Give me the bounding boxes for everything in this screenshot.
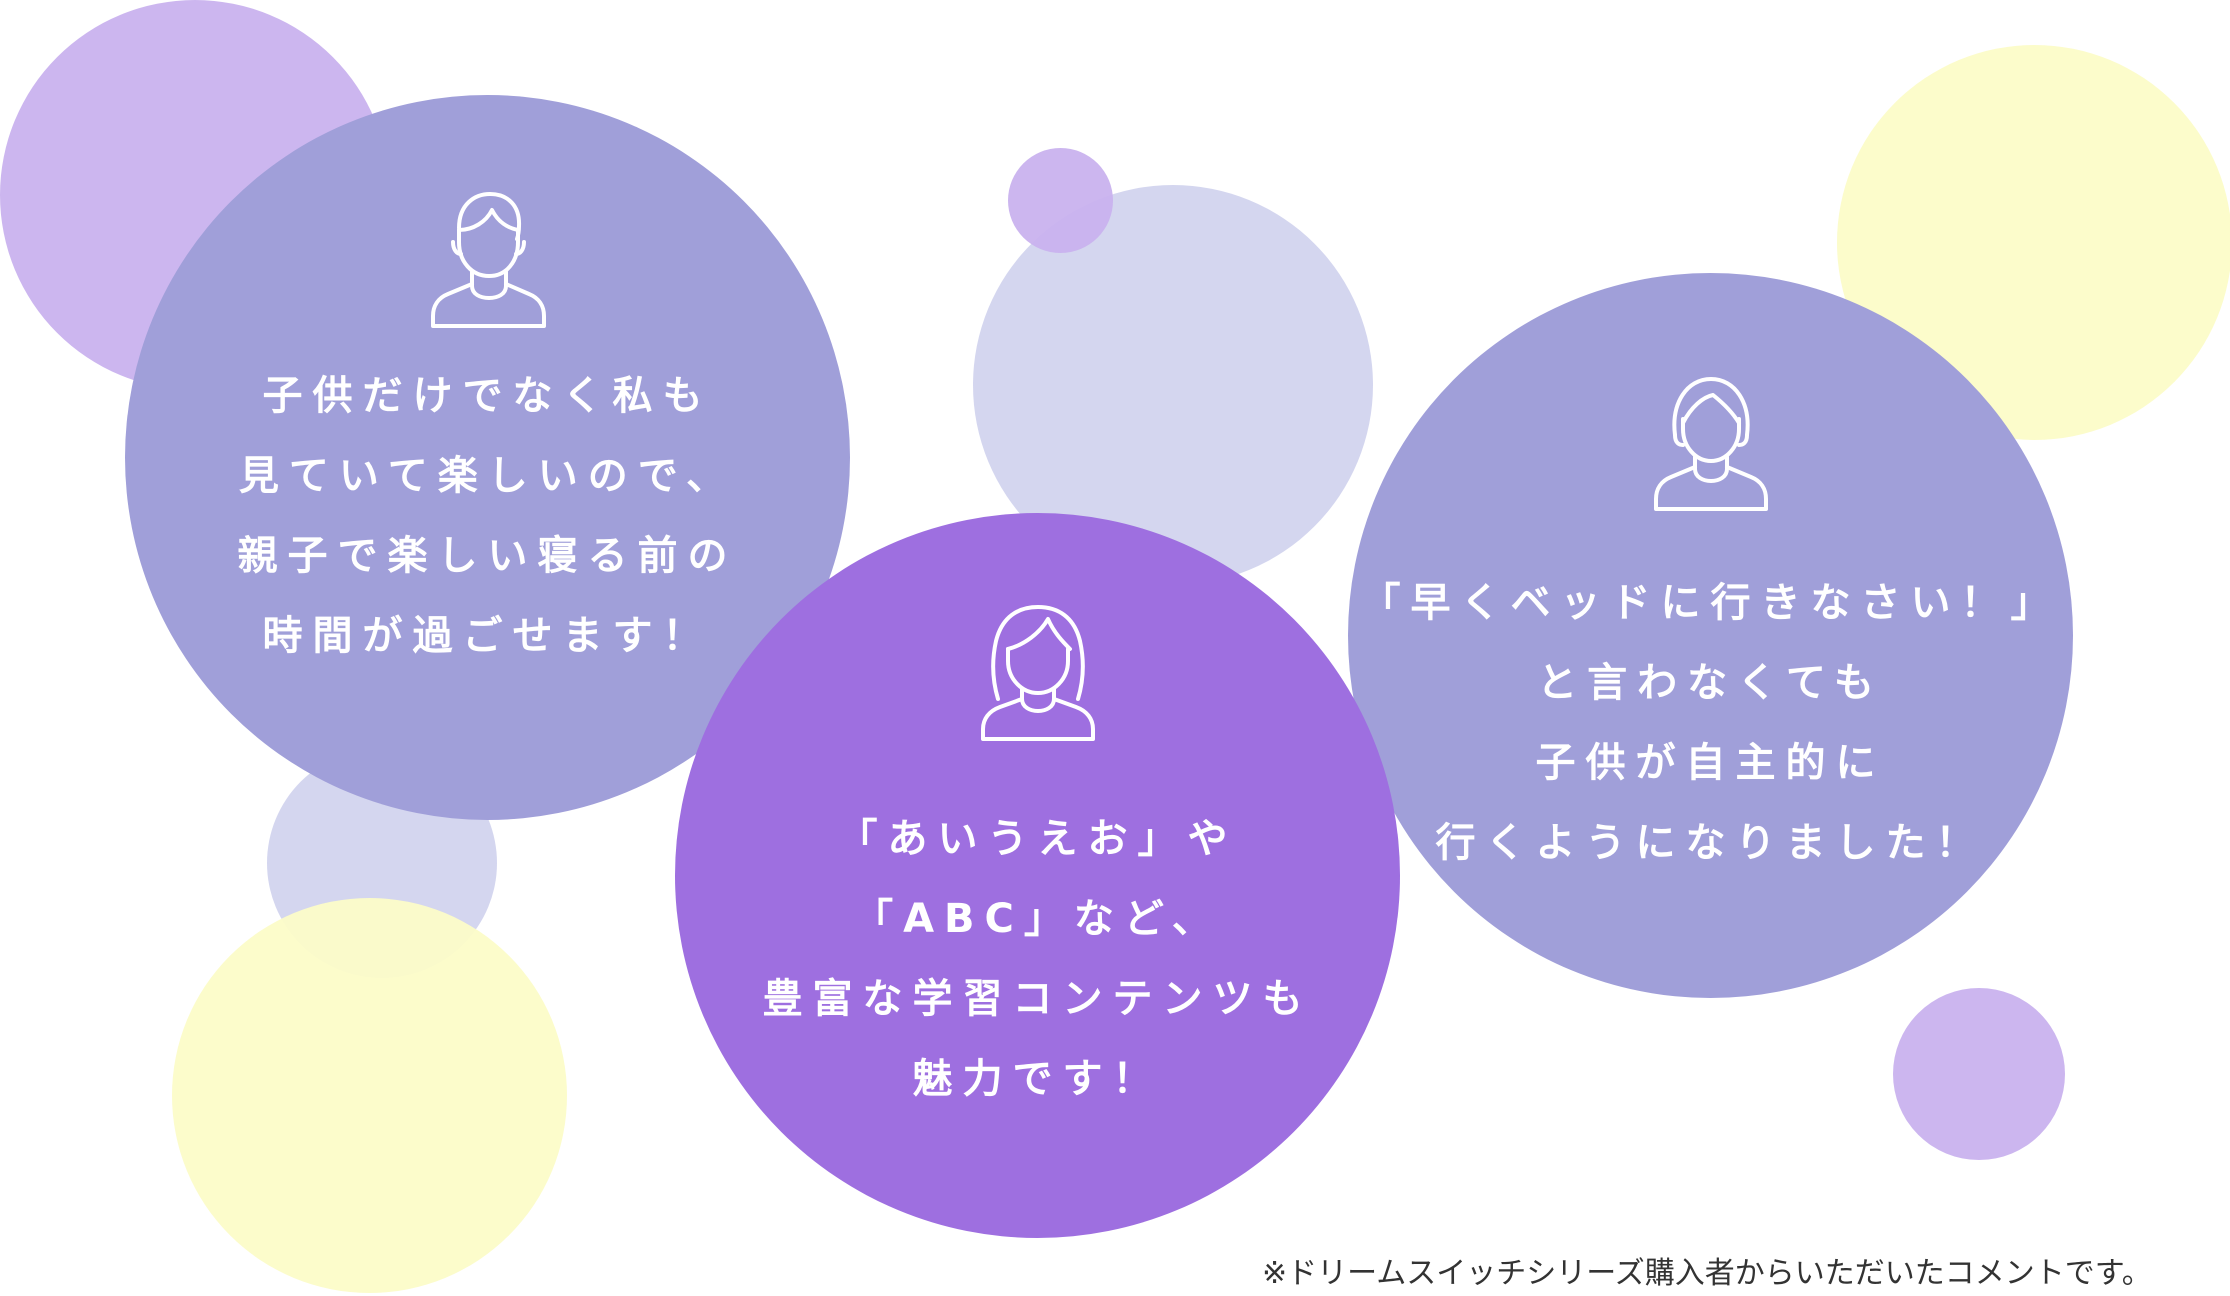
comment-3-line-1: 「早くベッドに行きなさい！」	[1360, 580, 2061, 626]
decor-bubble-lavender-bottom-right	[1893, 988, 2065, 1160]
decor-bubble-lavender-tiny	[1008, 148, 1113, 253]
comment-bubble-2: 「あいうえお」や 「ABC」など、 豊富な学習コンテンツも 魅力です！	[675, 513, 1400, 1238]
comment-text-2: 「あいうえお」や 「ABC」など、 豊富な学習コンテンツも 魅力です！	[763, 799, 1313, 1119]
decor-bubble-yellow-bottom-left	[172, 898, 567, 1293]
woman-short-hair-icon	[1653, 377, 1768, 511]
comment-text-3: 「早くベッドに行きなさい！」 と言わなくても 子供が自主的に 行くようになりまし…	[1361, 563, 2061, 883]
comment-3-line-3: 子供が自主的に	[1535, 740, 1886, 786]
footnote: ※ドリームスイッチシリーズ購入者からいただいたコメントです。	[1262, 1256, 2152, 1291]
comment-3-line-2: と言わなくても	[1537, 660, 1884, 706]
comment-2-line-1: 「あいうえお」や	[837, 816, 1238, 862]
comment-text-1: 子供だけでなく私も 見ていて楽しいので、 親子で楽しい寝る前の 時間が過ごせます…	[238, 356, 738, 676]
comment-2-line-4: 魅力です！	[912, 1056, 1163, 1102]
comment-2-line-2: 「ABC」など、	[853, 896, 1222, 942]
comment-bubble-3: 「早くベッドに行きなさい！」 と言わなくても 子供が自主的に 行くようになりまし…	[1348, 273, 2073, 998]
comment-3-line-4: 行くようになりました！	[1435, 820, 1986, 866]
comment-1-line-4: 時間が過ごせます！	[262, 613, 713, 659]
comment-1-line-3: 親子で楽しい寝る前の	[237, 533, 738, 579]
woman-icon	[980, 605, 1095, 741]
comment-1-line-2: 見ていて楽しいので、	[238, 453, 737, 499]
comment-1-line-1: 子供だけでなく私も	[262, 373, 713, 419]
comment-2-line-3: 豊富な学習コンテンツも	[762, 976, 1313, 1022]
man-icon	[430, 192, 546, 328]
